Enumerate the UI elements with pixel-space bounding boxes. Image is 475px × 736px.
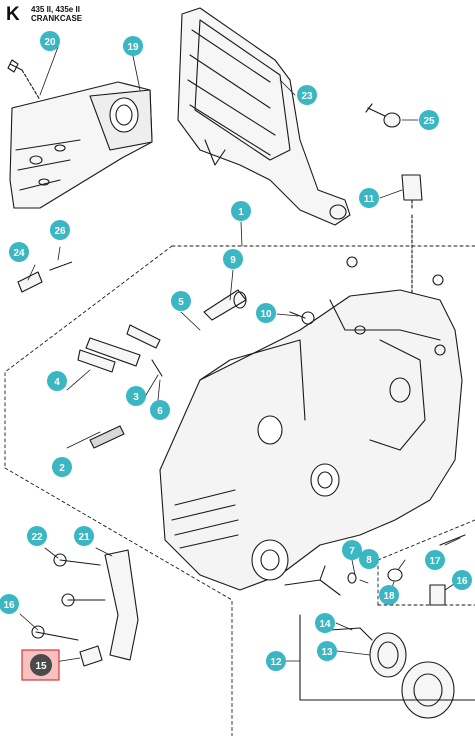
ignition-lead [401, 174, 423, 461]
svg-text:9: 9 [230, 255, 236, 266]
svg-text:16: 16 [456, 576, 468, 587]
callout-19: 19 [123, 36, 143, 56]
callout-5: 5 [171, 291, 191, 311]
model-line: 435 II, 435e II [31, 5, 80, 14]
svg-text:8: 8 [366, 555, 372, 566]
callout-9: 9 [223, 249, 243, 269]
svg-text:11: 11 [364, 194, 375, 205]
callout-16-right: 16 [452, 570, 472, 590]
svg-text:18: 18 [383, 591, 395, 602]
callout-25: 25 [419, 110, 439, 130]
screw-25 [365, 103, 401, 128]
svg-text:21: 21 [78, 532, 90, 543]
svg-text:10: 10 [260, 309, 272, 320]
callout-23: 23 [297, 85, 317, 105]
svg-text:15: 15 [35, 661, 47, 672]
svg-text:19: 19 [127, 42, 139, 53]
svg-text:3: 3 [133, 392, 139, 403]
diagram-title: 435 II, 435e II CRANKCASE [31, 5, 82, 23]
right-hardware [284, 534, 466, 606]
screw-20 [7, 59, 41, 101]
svg-text:17: 17 [429, 556, 441, 567]
callout-10: 10 [256, 303, 276, 323]
front-handle [177, 7, 351, 226]
svg-text:6: 6 [157, 406, 163, 417]
callout-21: 21 [74, 526, 94, 546]
svg-text:2: 2 [59, 463, 65, 474]
cover-plate [9, 81, 153, 209]
callout-24: 24 [9, 242, 29, 262]
svg-text:24: 24 [13, 248, 25, 259]
callout-8: 8 [359, 549, 379, 569]
callout-group: 20 19 23 25 11 1 26 24 9 5 10 4 3 6 2 22… [0, 31, 472, 676]
callout-2: 2 [52, 457, 72, 477]
callout-18: 18 [379, 585, 399, 605]
callout-22: 22 [27, 526, 47, 546]
svg-text:16: 16 [3, 600, 15, 611]
callout-11: 11 [359, 188, 379, 208]
svg-text:26: 26 [54, 226, 66, 237]
callout-13: 13 [317, 641, 337, 661]
crankcase-body [159, 289, 463, 591]
section-letter: K [6, 4, 20, 25]
svg-text:22: 22 [31, 532, 43, 543]
svg-text:12: 12 [270, 657, 282, 668]
callout-12: 12 [266, 651, 286, 671]
callout-26: 26 [50, 220, 70, 240]
callout-14: 14 [315, 613, 335, 633]
callout-16-left: 16 [0, 594, 19, 614]
svg-text:20: 20 [44, 37, 56, 48]
callout-15: 15 [30, 654, 52, 676]
callout-20: 20 [40, 31, 60, 51]
small-hardware [17, 256, 444, 325]
svg-text:4: 4 [54, 377, 60, 388]
assembly-boundary [4, 245, 475, 736]
callout-6: 6 [150, 400, 170, 420]
svg-text:1: 1 [238, 207, 244, 218]
oil-pump-group [299, 614, 475, 719]
kit-boundary [377, 519, 475, 606]
callout-3: 3 [126, 386, 146, 406]
callout-1: 1 [231, 201, 251, 221]
svg-text:23: 23 [301, 91, 313, 102]
chain-catcher-group [31, 549, 139, 667]
callout-7: 7 [342, 540, 362, 560]
damper-parts [77, 324, 163, 449]
svg-text:7: 7 [349, 546, 355, 557]
callout-17: 17 [425, 550, 445, 570]
svg-text:5: 5 [178, 297, 184, 308]
svg-text:14: 14 [319, 619, 331, 630]
page-title: CRANKCASE [31, 14, 83, 23]
callout-4: 4 [47, 371, 67, 391]
svg-text:25: 25 [423, 116, 435, 127]
svg-text:13: 13 [321, 647, 333, 658]
